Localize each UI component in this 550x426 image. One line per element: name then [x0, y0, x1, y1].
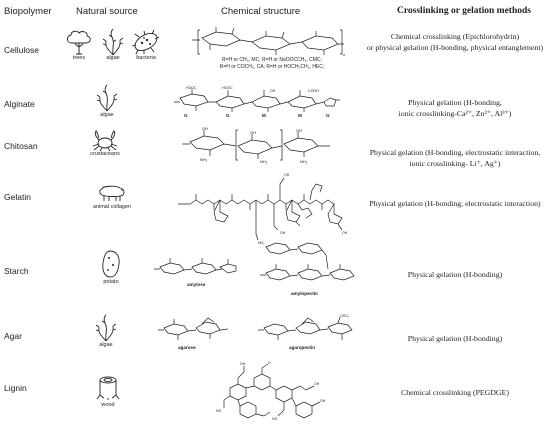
svg-text:COOH: COOH — [308, 89, 319, 93]
svg-text:OH: OH — [202, 126, 208, 131]
method-line: Physical gelation (H-bonding) — [407, 334, 503, 343]
svg-text:HO: HO — [272, 417, 278, 421]
svg-text:NH₂: NH₂ — [200, 157, 208, 162]
method-lignin: Chemical crosslinking (PEGDGE) — [362, 388, 548, 399]
bacteria-icon — [131, 29, 160, 55]
method-alginate: Physical gelation (H-bonding, ionic cros… — [362, 98, 548, 119]
amylopectin-structure — [260, 242, 355, 281]
method-starch: Physical gelation (H-bonding) — [362, 270, 548, 281]
method-line: ionic crosslinking- Li⁺, Ag⁺) — [409, 158, 501, 168]
method-line: ionic crosslinking-Ca²⁺, Zn²⁺, Al³⁺) — [398, 108, 512, 118]
svg-text:OH: OH — [240, 362, 246, 366]
svg-text:OH: OH — [342, 231, 348, 235]
svg-text:OH: OH — [296, 128, 302, 133]
header-chemical-structure: Chemical structure — [221, 6, 301, 17]
alginate-unit-label: M — [262, 113, 266, 118]
alginate-unit-label: G — [226, 113, 230, 118]
header-natural-source: Natural source — [76, 6, 138, 17]
alginate-unit-label: G — [184, 113, 188, 118]
method-line: Physical gelation (H-bonding, — [408, 98, 502, 107]
cellulose-formula-line-1: R=H or CH₃, MC; R=H or NaOOCCH₃, CMC; — [222, 57, 322, 63]
algae-icon — [95, 314, 117, 342]
starch-sublabel-amylose: amylose — [187, 282, 206, 287]
alginate-unit-label: G — [326, 113, 330, 118]
biopolymer-cellulose: Cellulose — [4, 45, 39, 55]
chitosan-structure: OH NH₂ OH NH₂ OH NH₂ — [182, 126, 330, 164]
biopolymer-alginate: Alginate — [4, 99, 35, 109]
sheep-icon — [99, 185, 125, 201]
source-label-wood: wood — [101, 402, 115, 408]
svg-text:NH₂: NH₂ — [300, 159, 308, 164]
method-cellulose: Chemical crosslinking (Epichlorohydrin) … — [362, 32, 548, 53]
svg-text:OH: OH — [284, 173, 290, 177]
method-chitosan: Physical gelation (H-bonding, electrosta… — [362, 148, 548, 169]
svg-text:OH: OH — [280, 231, 286, 235]
source-label-algae: algae — [100, 112, 114, 118]
svg-text:HOOC: HOOC — [186, 86, 197, 90]
gelatin-structure: NH₂ OH OH OH — [178, 173, 348, 245]
header-biopolymer: Biopolymer — [4, 6, 52, 17]
cellulose-formula-line-2: R=H or COCH₃, CA; R=H or HOCH₂CH₂, HEC; — [219, 64, 325, 70]
algae-icon — [102, 28, 124, 56]
method-line: Chemical crosslinking (Epichlorohydrin) — [390, 32, 520, 41]
source-label-crustaceans: crustaceans — [90, 151, 120, 157]
svg-text:HO: HO — [216, 409, 222, 413]
svg-text:NH₂: NH₂ — [258, 241, 265, 245]
lignin-structure: OH O OH HO HO OH — [216, 361, 326, 421]
svg-text:HOOC: HOOC — [222, 86, 233, 90]
header-crosslinking-methods: Crosslinking or gelation methods — [397, 6, 531, 16]
agar-sublabel-agarose: agarose — [178, 345, 196, 350]
agaropectin-structure: OSO₃ — [258, 314, 353, 340]
svg-text:OSO₃: OSO₃ — [340, 314, 350, 318]
cellulose-structure: n — [192, 27, 345, 57]
svg-text:n: n — [343, 52, 345, 57]
biopolymer-agar: Agar — [4, 331, 22, 341]
amylose-structure — [154, 258, 237, 275]
tree-stump-icon — [96, 376, 120, 400]
biopolymer-lignin: Lignin — [4, 383, 27, 393]
svg-text:OH: OH — [314, 382, 320, 386]
method-gelatin: Physical gelation (H-bonding, electrosta… — [362, 199, 548, 210]
source-label-potato: potato — [103, 279, 119, 285]
agar-sublabel-agaropectin: agaropectin — [289, 345, 316, 350]
source-label-bacteria: bacteria — [136, 55, 156, 61]
alginate-unit-label: M — [298, 113, 302, 118]
agarose-structure — [158, 317, 229, 340]
method-line: Physical gelation (H-bonding, electrosta… — [369, 199, 541, 208]
svg-text:OH: OH — [270, 89, 276, 93]
source-label-algae: algae — [106, 55, 120, 61]
crab-icon — [92, 130, 118, 152]
alginate-structure: HOOC HOOC OH COOH — [174, 86, 340, 112]
method-line: or physical gelation (H-bonding, physica… — [366, 42, 544, 52]
source-label-trees: trees — [72, 55, 86, 61]
algae-icon — [96, 84, 118, 112]
potato-icon — [102, 250, 120, 278]
source-label-algae: algae — [99, 342, 113, 348]
svg-text:NH₂: NH₂ — [260, 159, 268, 164]
method-line: Physical gelation (H-bonding) — [407, 270, 503, 279]
source-label-animal-collagen: animal collagen — [92, 204, 132, 210]
svg-text:O: O — [268, 361, 271, 365]
svg-text:OH: OH — [250, 130, 256, 135]
biopolymer-gelatin: Gelatin — [4, 192, 31, 202]
tree-icon — [66, 30, 91, 55]
method-line: Chemical crosslinking (PEGDGE) — [401, 388, 509, 397]
method-line: Physical gelation (H-bonding, electrosta… — [369, 148, 541, 157]
method-agar: Physical gelation (H-bonding) — [362, 334, 548, 345]
starch-sublabel-amylopectin: amylopectin — [291, 291, 318, 296]
svg-text:OH: OH — [320, 399, 326, 403]
biopolymer-chitosan: Chitosan — [4, 141, 38, 151]
biopolymer-starch: Starch — [4, 266, 29, 276]
